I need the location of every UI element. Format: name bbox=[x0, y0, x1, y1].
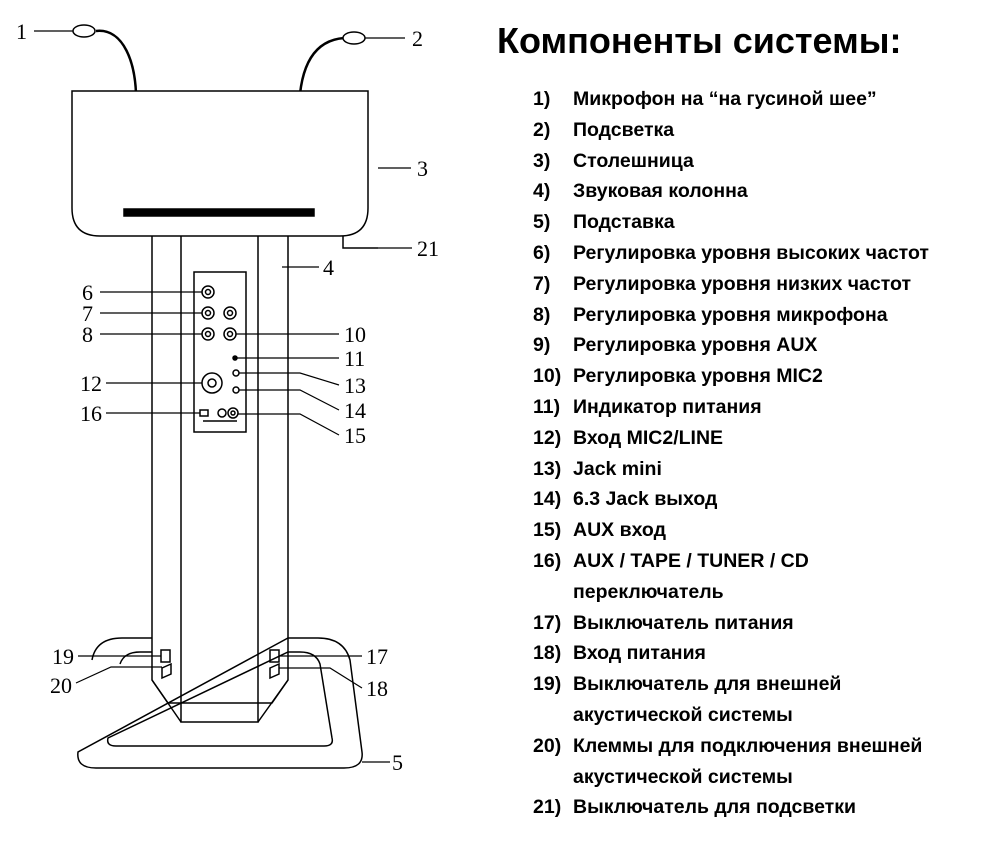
item-number: 8) bbox=[533, 303, 551, 326]
list-item: 12) Вход MIC2/LINE bbox=[533, 423, 929, 454]
callout-18: 18 bbox=[366, 676, 388, 701]
list-item: 19) Выключатель для внешней акустической … bbox=[533, 669, 929, 731]
list-item: 20) Клеммы для подключения внешней акусти… bbox=[533, 731, 929, 793]
item-text: Подсветка bbox=[573, 118, 675, 141]
item-number: 12) bbox=[533, 426, 562, 449]
item-number: 9) bbox=[533, 334, 551, 357]
callout-11: 11 bbox=[344, 346, 365, 371]
list-item: 7) Регулировка уровня низких частот bbox=[533, 269, 929, 300]
item-number: 21) bbox=[533, 796, 562, 819]
callout-14: 14 bbox=[344, 398, 366, 423]
list-item: 10) Регулировка уровня MIC2 bbox=[533, 361, 929, 392]
callout-3: 3 bbox=[417, 156, 428, 181]
item-text: Регулировка уровня AUX bbox=[573, 334, 818, 357]
item-number: 2) bbox=[533, 118, 551, 141]
callout-13: 13 bbox=[344, 373, 366, 398]
list-item: 9) Регулировка уровня AUX bbox=[533, 330, 929, 361]
item-text: Микрофон на “на гусиной шее” bbox=[573, 88, 877, 110]
item-text: Выключатель питания bbox=[573, 611, 794, 634]
callout-15: 15 bbox=[344, 423, 366, 448]
page-title: Компоненты системы: bbox=[497, 20, 902, 61]
item-text: Выключатель для внешней акустической сис… bbox=[573, 673, 842, 726]
item-text: 6.3 Jack выход bbox=[573, 488, 718, 511]
list-item: 21) Выключатель для подсветки bbox=[533, 792, 929, 823]
item-number: 20) bbox=[533, 734, 562, 757]
item-text: Столешница bbox=[573, 149, 694, 172]
list-item: 18) Вход питания bbox=[533, 638, 929, 669]
callout-10: 10 bbox=[344, 322, 366, 347]
tabletop bbox=[71, 90, 369, 237]
lectern-diagram: 1 2 3 4 5 6 7 8 10 11 12 13 14 15 16 17 … bbox=[16, 19, 439, 775]
item-number: 19) bbox=[533, 673, 562, 696]
item-text: AUX / TAPE / TUNER / CD переключатель bbox=[573, 549, 809, 603]
lighting-switch bbox=[342, 236, 378, 249]
item-number: 16) bbox=[533, 549, 562, 572]
list-item: 8) Регулировка уровня микрофона bbox=[533, 300, 929, 331]
item-text: Вход MIC2/LINE bbox=[573, 426, 724, 449]
item-number: 14) bbox=[533, 488, 562, 511]
callout-21: 21 bbox=[417, 236, 439, 261]
item-text: Индикатор питания bbox=[573, 395, 762, 418]
speaker-column bbox=[151, 236, 289, 723]
item-text: Jack mini bbox=[573, 457, 662, 480]
list-item: 13) Jack mini bbox=[533, 454, 929, 485]
callout-4: 4 bbox=[323, 255, 334, 280]
callout-5: 5 bbox=[392, 750, 403, 775]
list-item: 4) Звуковая колонна bbox=[533, 176, 929, 207]
item-text: Регулировка уровня микрофона bbox=[573, 303, 888, 326]
item-text: Вход питания bbox=[573, 642, 706, 665]
item-text: Звуковая колонна bbox=[573, 180, 748, 203]
list-item: 17) Выключатель питания bbox=[533, 608, 929, 639]
item-number: 4) bbox=[533, 180, 551, 203]
item-number: 6) bbox=[533, 241, 551, 264]
callout-19: 19 bbox=[52, 644, 74, 669]
item-text: Регулировка уровня высоких частот bbox=[573, 241, 929, 264]
list-item: 6) Регулировка уровня высоких частот bbox=[533, 238, 929, 269]
list-item: 11) Индикатор питания bbox=[533, 392, 929, 423]
control-panel bbox=[193, 271, 247, 433]
item-text: Выключатель для подсветки bbox=[573, 796, 856, 819]
callout-17: 17 bbox=[366, 644, 388, 669]
item-number: 5) bbox=[533, 211, 551, 234]
stand-base bbox=[77, 637, 363, 769]
callout-16: 16 bbox=[80, 401, 102, 426]
components-list: 1) Микрофон на “на гусиной шее” 2) Подсвет… bbox=[533, 84, 929, 823]
callout-2: 2 bbox=[412, 26, 423, 51]
item-number: 1) bbox=[533, 88, 551, 110]
item-number: 10) bbox=[533, 365, 562, 388]
item-text: Подставка bbox=[573, 211, 675, 234]
list-item: 16) AUX / TAPE / TUNER / CD переключатель bbox=[533, 546, 929, 608]
item-number: 3) bbox=[533, 149, 551, 172]
list-item: 5) Подставка bbox=[533, 207, 929, 238]
list-item: 1) Микрофон на “на гусиной шее” bbox=[533, 84, 929, 115]
callout-numbers: 1 2 3 4 5 6 7 8 10 11 12 13 14 15 16 17 … bbox=[16, 19, 439, 775]
item-number: 13) bbox=[533, 457, 562, 480]
item-number: 15) bbox=[533, 519, 562, 542]
item-text: Регулировка уровня MIC2 bbox=[573, 365, 823, 388]
callout-1: 1 bbox=[16, 19, 27, 44]
callout-12: 12 bbox=[80, 371, 102, 396]
callout-lines bbox=[34, 30, 412, 763]
callout-6: 6 bbox=[82, 280, 93, 305]
callout-7: 7 bbox=[82, 301, 93, 326]
item-number: 18) bbox=[533, 642, 562, 665]
item-text: Клеммы для подключения внешней акустичес… bbox=[573, 734, 923, 788]
list-item: 15) AUX вход bbox=[533, 515, 929, 546]
item-text: Регулировка уровня низких частот bbox=[573, 272, 912, 295]
item-number: 11) bbox=[533, 395, 561, 418]
callout-20: 20 bbox=[50, 673, 72, 698]
list-item: 2) Подсветка bbox=[533, 115, 929, 146]
item-number: 17) bbox=[533, 611, 562, 634]
item-text: AUX вход bbox=[573, 519, 666, 542]
list-item: 14) 6.3 Jack выход bbox=[533, 484, 929, 515]
item-number: 7) bbox=[533, 272, 551, 295]
list-item: 3) Столешница bbox=[533, 146, 929, 177]
callout-8: 8 bbox=[82, 322, 93, 347]
